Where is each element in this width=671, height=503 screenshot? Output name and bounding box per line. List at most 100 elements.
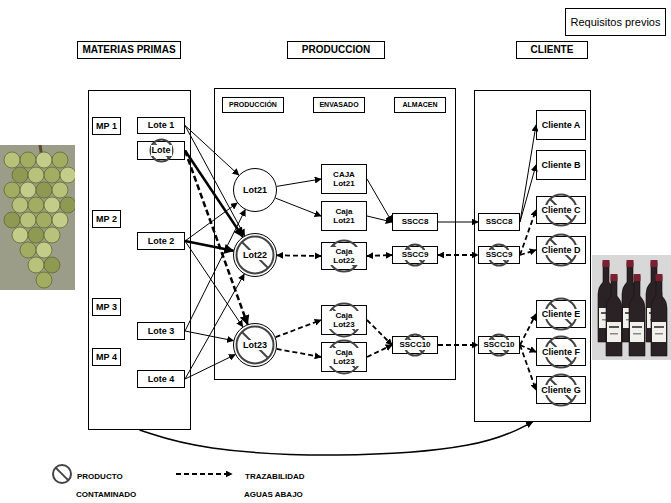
node-label: Cliente B [540, 160, 581, 170]
case-box: Caja Lot21 [321, 201, 367, 231]
grape [20, 242, 36, 258]
grape [36, 212, 52, 228]
grape [4, 152, 20, 168]
grape [12, 197, 28, 213]
panel-heading: MATERIAS PRIMAS [77, 41, 181, 59]
grape [4, 182, 20, 198]
panel-heading-text: PRODUCCION [301, 44, 371, 56]
customer-box: Cliente B [536, 150, 586, 180]
node-label: MP 1 [95, 121, 118, 131]
node-label: Cliente E [541, 309, 582, 319]
grape [36, 242, 52, 258]
flow-arrow [520, 314, 536, 345]
contamination-symbol [56, 468, 69, 481]
node-label: Lote 4 [147, 374, 176, 384]
panel-heading: CLIENTE [516, 41, 588, 59]
node-label: SSCC9 [485, 250, 514, 259]
material-box: MP 4 [92, 348, 121, 366]
node-label: Requisitos previos [570, 16, 662, 29]
grape [28, 167, 44, 183]
lot-box: Lote 4 [137, 370, 185, 388]
node-label: SSCC8 [485, 217, 514, 226]
legend-label: PRODUCTO CONTAMINADO [76, 472, 137, 499]
lot-box: Lote 3 [137, 322, 185, 340]
node-label: Caja Lot22 [323, 247, 365, 265]
node-label: MP 3 [95, 302, 118, 312]
flow-arrow [520, 345, 536, 390]
flow-arrow [185, 241, 233, 251]
flow-arrow [367, 320, 392, 345]
flow-arrow [438, 344, 478, 346]
grape [36, 272, 52, 288]
flow-arrow [276, 320, 321, 337]
batch-circle: Lot21 [233, 168, 277, 212]
legend-item: TRAZABILIDAD AGUAS ABAJO [244, 465, 324, 501]
lot-box: Lote 1 [137, 117, 185, 134]
node-label: SSCC10 [398, 340, 431, 349]
contamination-symbol [53, 465, 71, 483]
customer-box: Cliente C [536, 196, 586, 224]
legend-label: TRAZABILIDAD AGUAS ABAJO [244, 472, 305, 499]
stage-panel: CLIENTECliente ACliente BSSCC8Cliente CS… [474, 90, 591, 422]
panel-heading-text: MATERIAS PRIMAS [81, 44, 176, 56]
flow-arrow [520, 210, 536, 255]
node-label: CAJA Lot21 [323, 170, 365, 188]
flow-arrow [520, 250, 536, 255]
flow-arrow [277, 254, 321, 256]
flow-arrow [367, 216, 392, 222]
node-label: ENVASADO [318, 101, 359, 109]
node-label: Lote [151, 145, 172, 155]
flow-arrow [277, 349, 321, 357]
customer-box: Cliente A [536, 110, 586, 140]
customer-box: Cliente G [536, 376, 586, 404]
cycle-arrow [140, 422, 533, 455]
panel-heading: PRODUCCION [287, 41, 385, 59]
node-label: Lot21 [242, 185, 268, 195]
grape [60, 167, 75, 183]
node-label: Cliente D [540, 245, 581, 255]
node-label: Cliente C [540, 205, 581, 215]
lot-box: Lote 2 [137, 232, 185, 250]
contamination-ring [150, 140, 172, 162]
customer-box: Cliente D [536, 236, 586, 264]
flow-arrow [438, 254, 478, 256]
flow-arrow [185, 126, 239, 176]
column-label: PRODUCCIÓN [222, 97, 284, 113]
case-box: Caja Lot22 [321, 242, 367, 270]
grape [36, 152, 52, 168]
grape [12, 227, 28, 243]
pallet-box: SSCC8 [478, 213, 520, 231]
wine-bottle [606, 274, 622, 356]
flow-arrow [367, 345, 392, 357]
wine-bottle [629, 274, 645, 356]
material-box: MP 1 [92, 117, 121, 135]
node-label: SSCC8 [401, 217, 430, 226]
grape [20, 182, 36, 198]
grape-photo [0, 145, 75, 290]
customer-box: Cliente E [536, 300, 586, 328]
flow-arrow [277, 179, 321, 186]
flow-arrow [367, 255, 392, 256]
column-label: ENVASADO [313, 97, 365, 113]
grape [44, 167, 60, 183]
pallet-box: SSCC10 [392, 336, 438, 354]
material-box: MP 3 [92, 298, 121, 316]
case-box: Caja Lot23 [321, 305, 367, 335]
grape [44, 197, 60, 213]
lot-box: Lote [137, 141, 185, 160]
grape [52, 182, 68, 198]
grape [44, 257, 60, 273]
node-label: Lote 1 [147, 120, 176, 130]
grape [28, 227, 44, 243]
note-box: Requisitos previos [565, 8, 666, 36]
contamination-slash [242, 242, 268, 268]
grape [20, 152, 36, 168]
grape [60, 197, 75, 213]
column-label: ALMACEN [394, 97, 446, 113]
legend-item: PRODUCTO CONTAMINADO [76, 465, 156, 501]
node-label: Lote 2 [147, 236, 176, 246]
material-box: MP 2 [92, 210, 121, 228]
photo-ground [592, 255, 671, 360]
node-label: MP 4 [95, 352, 118, 362]
grape [12, 167, 28, 183]
